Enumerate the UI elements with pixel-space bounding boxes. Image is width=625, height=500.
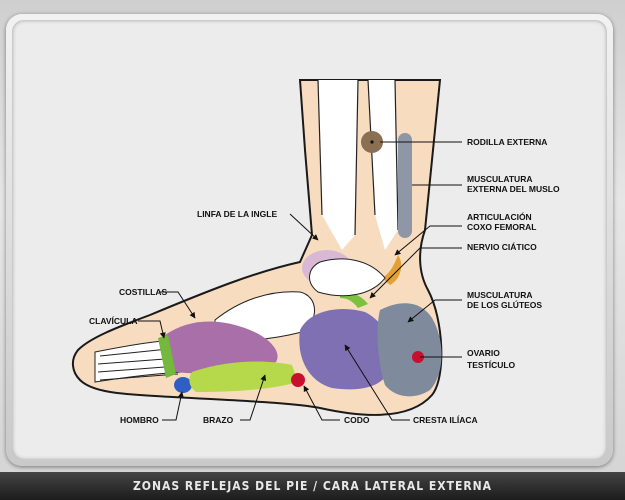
- ovary-zone: [412, 351, 424, 363]
- label-nervio-ciatico: NERVIO CIÁTICO: [467, 242, 537, 252]
- fibula-bone: [368, 80, 398, 250]
- label-articulacion-2: COXO FEMORAL: [467, 222, 536, 232]
- toe-lines: [97, 347, 179, 381]
- label-gluteos-2: DE LOS GLÚTEOS: [467, 299, 542, 310]
- label-brazo: BRAZO: [203, 415, 234, 425]
- foot-reflexology-diagram: RODILLA EXTERNA MUSCULATURA EXTERNA DEL …: [72, 79, 560, 425]
- bone-outline: [317, 79, 399, 236]
- knee-dot: [370, 140, 374, 144]
- label-codo: CODO: [344, 415, 370, 425]
- label-costillas: COSTILLAS: [119, 287, 167, 297]
- hip-joint-zone: [382, 255, 402, 285]
- elbow-zone: [291, 373, 305, 387]
- label-clavicula: CLAVÍCULA: [89, 316, 137, 326]
- ribs-zone: [163, 321, 278, 374]
- label-ovario: OVARIO: [467, 348, 500, 358]
- talus-bone: [309, 258, 386, 297]
- label-gluteos-1: MUSCULATURA: [467, 290, 532, 300]
- label-hombro: HOMBRO: [120, 415, 159, 425]
- leader-lines: [138, 141, 462, 421]
- label-musculatura-muslo-1: MUSCULATURA: [467, 174, 532, 184]
- label-articulacion-1: ARTICULACIÓN: [467, 211, 532, 222]
- diagram-caption: ZONAS REFLEJAS DEL PIE / CARA LATERAL EX…: [132, 479, 493, 493]
- shoulder-zone: [174, 377, 192, 393]
- label-musculatura-muslo-2: EXTERNA DEL MUSLO: [467, 184, 560, 194]
- arm-zone: [189, 361, 298, 392]
- label-linfa-ingle: LINFA DE LA INGLE: [197, 209, 277, 219]
- gluteus-zone: [377, 303, 442, 397]
- label-cresta-iliaca: CRESTA ILÍACA: [413, 415, 478, 425]
- label-rodilla-externa: RODILLA EXTERNA: [467, 137, 547, 147]
- clavicle-zone: [158, 335, 176, 378]
- thigh-zone: [398, 133, 412, 238]
- tibia-bone: [318, 80, 358, 250]
- diagram-panel: RODILLA EXTERNA MUSCULATURA EXTERNA DEL …: [12, 20, 607, 460]
- label-testiculo: TESTÍCULO: [467, 360, 516, 370]
- caption-bar: ZONAS REFLEJAS DEL PIE / CARA LATERAL EX…: [0, 472, 625, 500]
